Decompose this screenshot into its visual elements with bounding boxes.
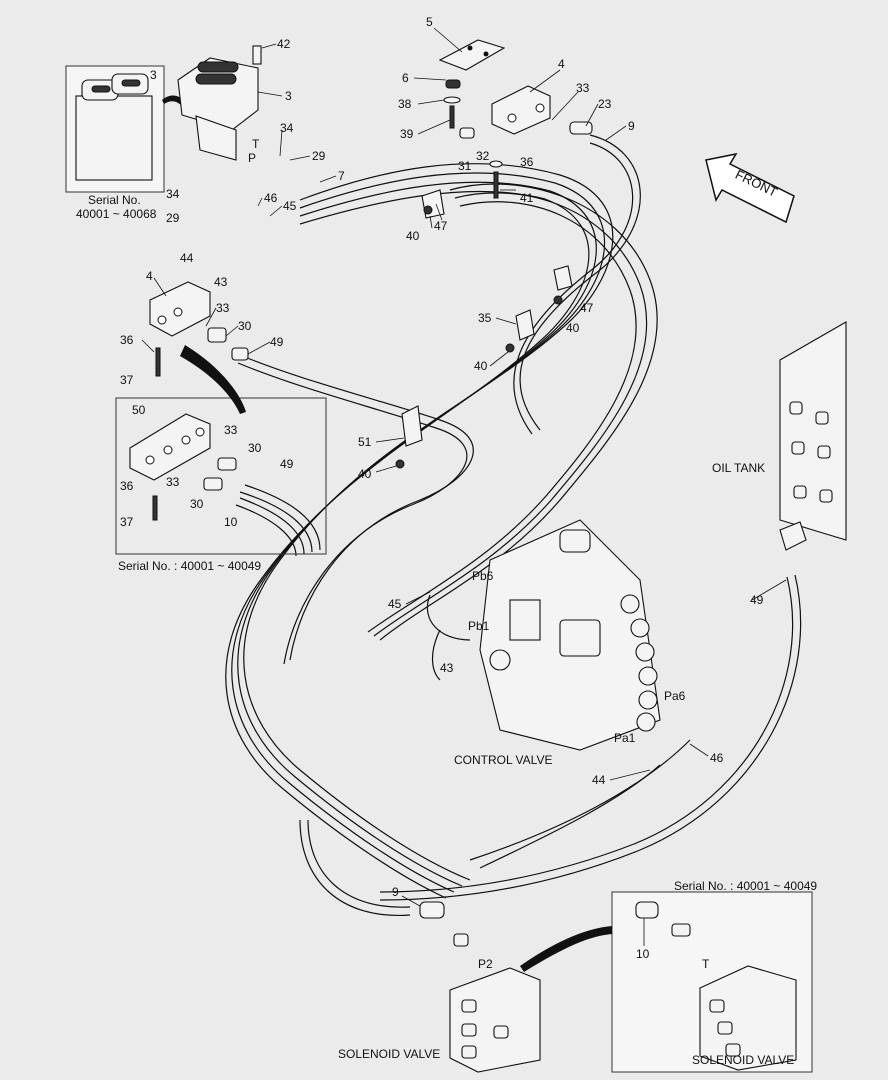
port-p-label: P (248, 151, 256, 165)
callout-10-inset-solenoid: 10 (636, 947, 650, 961)
callout-30-inset-2: 30 (190, 497, 204, 511)
callout-5: 5 (426, 15, 433, 29)
manifold-block-4 (149, 281, 249, 377)
callout-47-top: 47 (434, 219, 448, 233)
callout-10-inset: 10 (224, 515, 238, 529)
callout-40-top: 40 (406, 229, 420, 243)
oil-tank-label: OIL TANK (712, 461, 765, 475)
callout-49-tank: 49 (750, 593, 764, 607)
callout-45-cv: 45 (388, 597, 402, 611)
callout-49-inset: 49 (280, 457, 294, 471)
port-pa6-label: Pa6 (664, 689, 686, 703)
callout-32: 32 (476, 149, 490, 163)
serial-note-bottom-right: Serial No. : 40001 ~ 40049 (674, 879, 817, 893)
manifold-block-50 (129, 413, 237, 521)
port-t-solenoid-label: T (702, 957, 710, 971)
callout-43: 43 (214, 275, 228, 289)
callout-33-inset-2: 33 (166, 475, 180, 489)
solenoid-valve (419, 901, 541, 1073)
bracket-plate-5 (438, 39, 506, 71)
callout-33-left: 33 (216, 301, 230, 315)
callout-47-mid: 47 (580, 301, 594, 315)
port-pb6-label: Pb6 (472, 569, 494, 583)
pointer-arrow-solenoid (520, 926, 612, 972)
callout-38: 38 (398, 97, 412, 111)
callout-29-left: 29 (166, 211, 180, 225)
serial-note-top-left-2: 40001 ~ 40068 (76, 207, 157, 221)
control-valve (479, 519, 661, 751)
callout-3-inset: 3 (150, 68, 157, 82)
inset-box-manifold (115, 397, 327, 555)
callout-30-inset: 30 (248, 441, 262, 455)
callout-9-top: 9 (628, 119, 635, 133)
callout-labels: 42 3 3 34 T P 29 7 46 45 34 29 44 43 Ser… (76, 15, 817, 1067)
callout-46: 46 (264, 191, 278, 205)
callout-31: 31 (458, 159, 472, 173)
callout-7: 7 (338, 169, 345, 183)
callout-3: 3 (285, 89, 292, 103)
callout-35: 35 (478, 311, 492, 325)
callout-34: 34 (280, 121, 294, 135)
callout-23: 23 (598, 97, 612, 111)
callout-36-top: 36 (520, 155, 534, 169)
callout-34-left: 34 (166, 187, 180, 201)
solenoid-valve-label: SOLENOID VALVE (338, 1047, 440, 1061)
callout-45: 45 (283, 199, 297, 213)
serial-note-mid-left: Serial No. : 40001 ~ 40049 (118, 559, 261, 573)
callout-44-cv: 44 (592, 773, 606, 787)
block-4-top (491, 85, 551, 135)
callout-33-top: 33 (576, 81, 590, 95)
callout-51: 51 (358, 435, 372, 449)
solenoid-valve-inset-label: SOLENOID VALVE (692, 1053, 794, 1067)
port-p2-label: P2 (478, 957, 493, 971)
oil-tank (779, 321, 847, 551)
callout-33-inset: 33 (224, 423, 238, 437)
callout-29: 29 (312, 149, 326, 163)
callout-49-left: 49 (270, 335, 284, 349)
callout-37-left: 37 (120, 373, 134, 387)
callout-36-inset: 36 (120, 479, 134, 493)
hose-clamps (395, 189, 573, 469)
callout-4-top: 4 (558, 57, 565, 71)
pilot-valve (177, 45, 262, 161)
control-valve-label: CONTROL VALVE (454, 753, 552, 767)
callout-41: 41 (520, 191, 534, 205)
solenoid-valve-inset (635, 901, 797, 1071)
hose-bundle (225, 134, 802, 916)
port-pb1-label: Pb1 (468, 619, 490, 633)
callout-6: 6 (402, 71, 409, 85)
callout-30-left: 30 (238, 319, 252, 333)
callout-39: 39 (400, 127, 414, 141)
pointer-arrow-manifold (180, 345, 246, 414)
callout-40-mid: 40 (474, 359, 488, 373)
callout-50: 50 (132, 403, 146, 417)
front-direction-arrow: FRONT (705, 152, 795, 224)
callout-40-clamp: 40 (358, 467, 372, 481)
callout-44: 44 (180, 251, 194, 265)
port-pa1-label: Pa1 (614, 731, 636, 745)
leader-lines (141, 27, 787, 946)
callout-4-left: 4 (146, 269, 153, 283)
port-t-label: T (252, 137, 260, 151)
callout-40-right: 40 (566, 321, 580, 335)
callout-43-cv: 43 (440, 661, 454, 675)
pilot-valve-inset (75, 73, 153, 181)
callout-37-inset: 37 (120, 515, 134, 529)
callout-36-left: 36 (120, 333, 134, 347)
callout-42: 42 (277, 37, 291, 51)
serial-note-top-left-1: Serial No. (88, 193, 141, 207)
callout-46-cv: 46 (710, 751, 724, 765)
callout-9-bottom: 9 (392, 885, 399, 899)
